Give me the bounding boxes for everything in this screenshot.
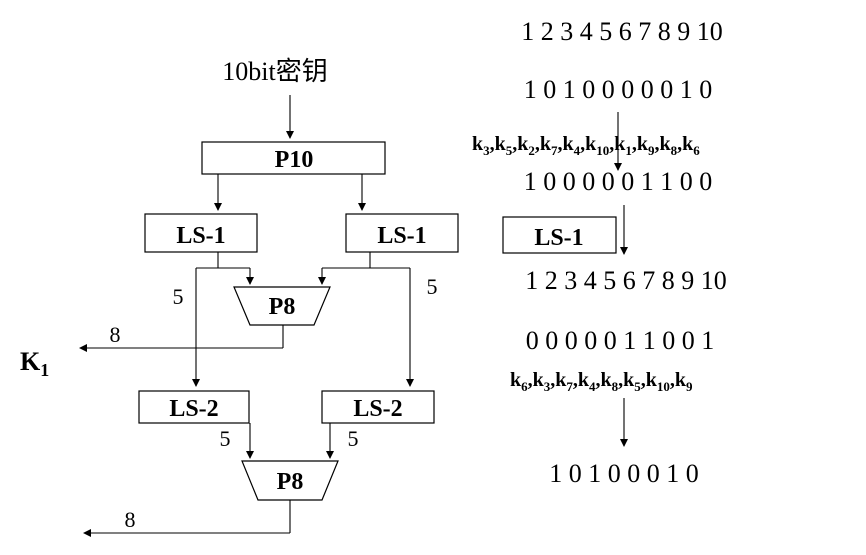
perm-k-subscript: 6 xyxy=(521,379,528,394)
bits-label-5-ls2-left: 5 xyxy=(220,426,231,451)
perm-separator: , xyxy=(596,369,601,391)
perm-k-letter: k xyxy=(540,133,552,155)
perm-k-subscript: 7 xyxy=(551,143,558,158)
perm-k-subscript: 2 xyxy=(528,143,535,158)
perm-k-letter: k xyxy=(623,369,635,391)
perm-k-letter: k xyxy=(517,133,529,155)
perm-k-subscript: 4 xyxy=(589,379,596,394)
perm-k-subscript: 1 xyxy=(625,143,632,158)
perm-k-letter: k xyxy=(495,133,507,155)
position-row-2: 1 2 3 4 5 6 7 8 9 10 xyxy=(525,266,727,295)
ls2-left-label: LS-2 xyxy=(169,396,218,422)
bits-label-8-top: 8 xyxy=(110,322,121,347)
ls2-left-box xyxy=(138,390,250,424)
perm-separator: , xyxy=(618,369,623,391)
perm-k-subscript: 10 xyxy=(596,143,609,158)
ls1-left-box xyxy=(144,213,258,253)
bits-label-8-bottom: 8 xyxy=(125,507,136,532)
perm-k-subscript: 5 xyxy=(506,143,513,158)
bits-label-5-right: 5 xyxy=(427,274,438,299)
input-key-label: 10bit密钥 xyxy=(222,57,327,86)
perm-k-letter: k xyxy=(660,133,672,155)
perm-separator: , xyxy=(632,133,637,155)
perm-k-subscript: 8 xyxy=(671,143,678,158)
perm-k-letter: k xyxy=(601,369,613,391)
k1-label: K1 xyxy=(20,347,49,380)
perm-k-subscript: 8 xyxy=(612,379,619,394)
perm-k-letter: k xyxy=(555,369,567,391)
bits-label-5-ls2-right: 5 xyxy=(348,426,359,451)
perm-k-letter: k xyxy=(472,133,484,155)
perm-k-subscript: 3 xyxy=(483,143,490,158)
ls1-result-row: 0 0 0 0 0 1 1 0 0 1 xyxy=(526,326,715,355)
ls2-right-box xyxy=(321,390,435,424)
ls1-right-label: LS-1 xyxy=(377,223,426,249)
perm-k-subscript: 5 xyxy=(634,379,641,394)
perm-separator: , xyxy=(573,369,578,391)
p8-top-label: P8 xyxy=(269,294,296,320)
p10-permutation-order: k3,k5,k2,k7,k4,k10,k1,k9,k8,k6 xyxy=(472,133,700,158)
perm-k-letter: k xyxy=(578,369,590,391)
perm-k-subscript: 4 xyxy=(574,143,581,158)
perm-separator: , xyxy=(550,369,555,391)
perm-separator: , xyxy=(535,133,540,155)
bits-label-5-left: 5 xyxy=(173,284,184,309)
ls1-example-box xyxy=(502,216,617,254)
p8-top-box xyxy=(233,286,331,326)
p8-permutation-order: k6,k3,k7,k4,k8,k5,k10,k9 xyxy=(510,369,693,394)
perm-k-subscript: 7 xyxy=(566,379,573,394)
p10-result-row: 1 0 0 0 0 0 1 1 0 0 xyxy=(524,167,713,196)
perm-separator: , xyxy=(490,133,495,155)
k1-result-row: 1 0 1 0 0 0 1 0 xyxy=(549,459,699,488)
perm-separator: , xyxy=(655,133,660,155)
perm-k-letter: k xyxy=(533,369,545,391)
perm-separator: , xyxy=(609,133,614,155)
p8-bottom-label: P8 xyxy=(277,469,304,495)
ls1-right-box xyxy=(345,213,459,253)
perm-k-letter: k xyxy=(563,133,575,155)
perm-k-subscript: 3 xyxy=(544,379,551,394)
perm-k-subscript: 6 xyxy=(693,143,700,158)
perm-k-letter: k xyxy=(614,133,626,155)
key-bits-row: 1 0 1 0 0 0 0 0 1 0 xyxy=(524,75,713,104)
perm-separator: , xyxy=(677,133,682,155)
perm-k-subscript: 10 xyxy=(657,379,670,394)
ls1-example-label: LS-1 xyxy=(534,225,583,251)
p10-box xyxy=(201,141,386,175)
ls1-left-label: LS-1 xyxy=(176,223,225,249)
perm-k-letter: k xyxy=(675,369,687,391)
perm-separator: , xyxy=(641,369,646,391)
perm-k-letter: k xyxy=(510,369,522,391)
p8-bottom-box xyxy=(241,460,339,501)
perm-separator: , xyxy=(670,369,675,391)
perm-k-letter: k xyxy=(682,133,694,155)
perm-k-letter: k xyxy=(646,369,658,391)
perm-k-letter: k xyxy=(637,133,649,155)
perm-separator: , xyxy=(528,369,533,391)
perm-separator: , xyxy=(580,133,585,155)
position-row-1: 1 2 3 4 5 6 7 8 9 10 xyxy=(521,17,723,46)
perm-k-letter: k xyxy=(585,133,597,155)
perm-separator: , xyxy=(558,133,563,155)
p10-label: P10 xyxy=(275,147,314,173)
ls2-right-label: LS-2 xyxy=(353,396,402,422)
perm-k-subscript: 9 xyxy=(686,379,693,394)
perm-separator: , xyxy=(512,133,517,155)
perm-k-subscript: 9 xyxy=(648,143,655,158)
